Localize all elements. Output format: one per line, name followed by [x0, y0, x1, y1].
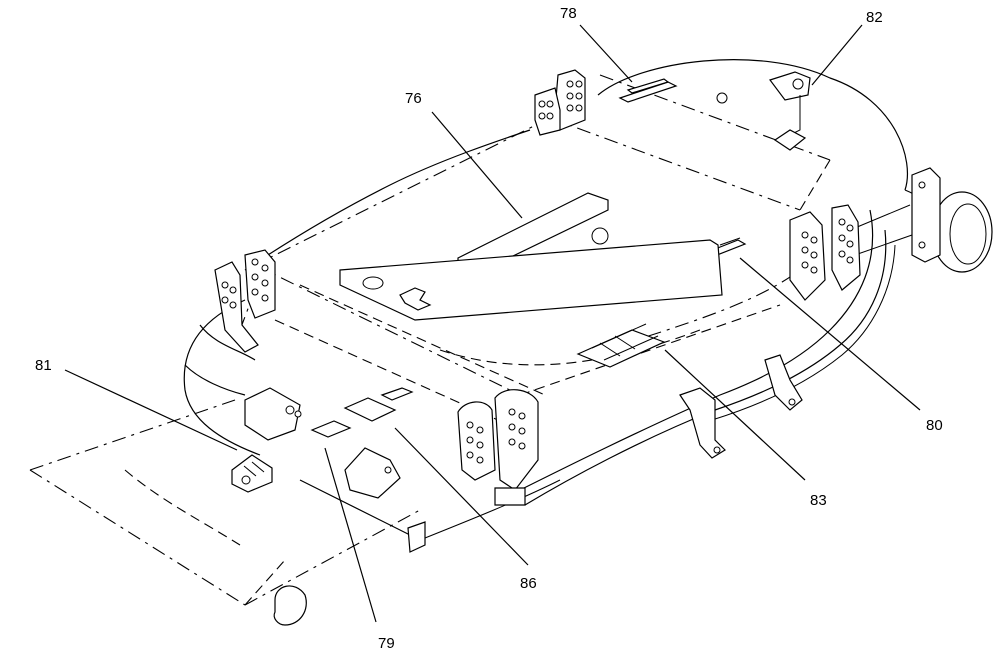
callout-78: 78 [560, 5, 577, 22]
deck-hook [273, 585, 307, 626]
caster-wheel [931, 191, 993, 273]
decal-83 [576, 323, 666, 368]
side-bracket-rear [764, 354, 803, 411]
plate-knob [399, 287, 432, 311]
leader-76 [431, 111, 523, 219]
leader-80 [739, 257, 921, 411]
decal-86 [343, 397, 397, 422]
callout-80: 80 [926, 417, 943, 434]
decal-86-strip [380, 387, 414, 401]
lift-bracket-front-right [457, 389, 539, 506]
caster-bracket [911, 167, 941, 263]
leader-82 [811, 24, 863, 86]
decal-78-strip [626, 78, 670, 94]
callout-82: 82 [866, 9, 883, 26]
leader-81 [64, 369, 238, 451]
leader-83 [664, 349, 806, 481]
callout-76: 76 [405, 90, 422, 107]
lift-bracket-rear-right [789, 204, 861, 301]
decal-79 [310, 420, 352, 438]
front-baffle-right [344, 447, 401, 499]
front-baffle-left [244, 387, 302, 441]
deck-top-outline [29, 74, 831, 606]
lift-bracket-rear-left [534, 69, 586, 136]
callout-83: 83 [810, 492, 827, 509]
callout-81: 81 [35, 357, 52, 374]
leader-79 [324, 447, 377, 623]
lift-bracket-front-left [214, 249, 276, 353]
front-bracket [407, 521, 426, 553]
center-plate [339, 239, 723, 321]
mower-deck-body [183, 59, 993, 626]
callout-79: 79 [378, 635, 395, 652]
leader-78 [579, 24, 633, 83]
callout-86: 86 [520, 575, 537, 592]
decal-82 [769, 71, 811, 151]
side-bracket-front [679, 387, 726, 459]
decal-81 [231, 454, 273, 493]
leader-86 [394, 427, 529, 566]
